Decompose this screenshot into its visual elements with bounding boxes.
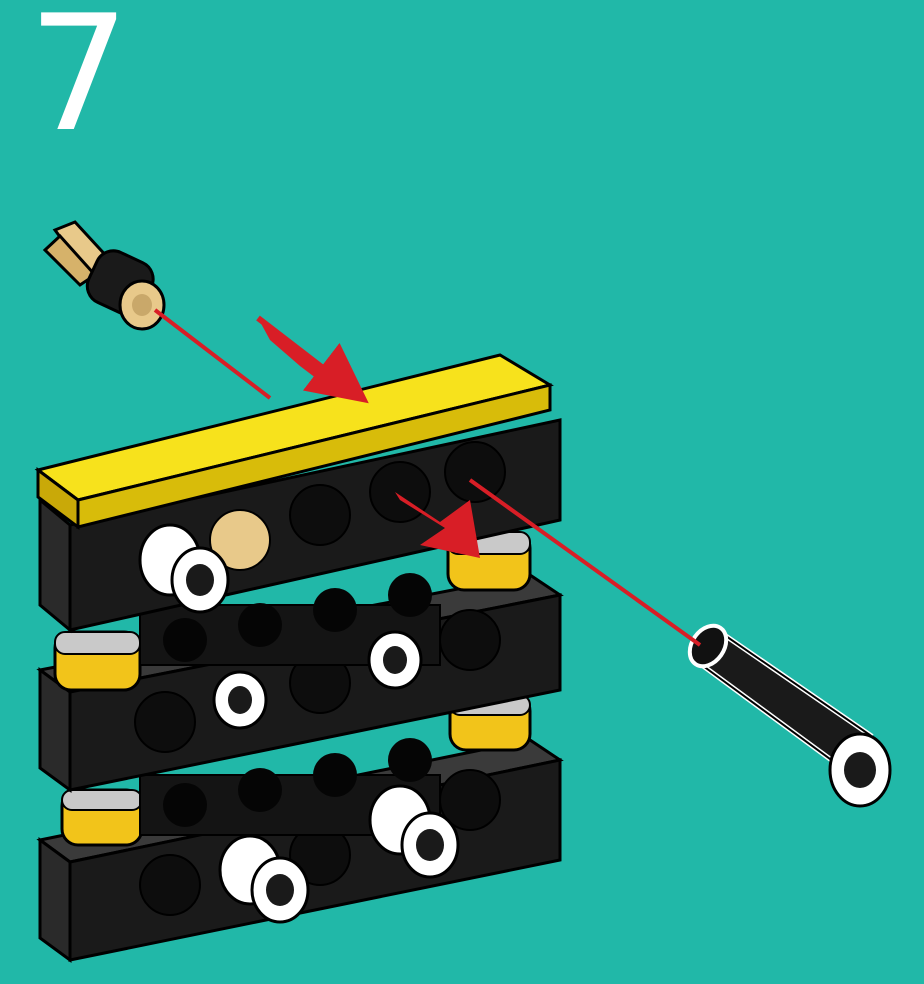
bushing-lower-left (62, 790, 142, 845)
guide-line-tan-pin (155, 310, 270, 398)
tan-axle-pin (45, 222, 164, 329)
white-pin-middle-left (214, 672, 266, 728)
arrow-remove-pin (258, 318, 345, 385)
white-pin-middle-right (369, 632, 421, 688)
bushing-upper-left (55, 632, 140, 690)
black-axle-pin-long (682, 619, 890, 806)
